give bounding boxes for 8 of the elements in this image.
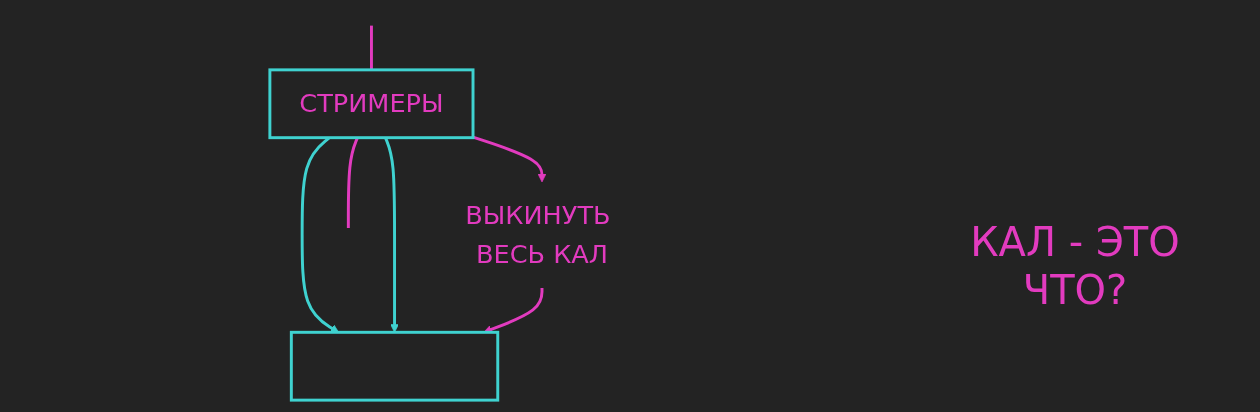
note-text: КАЛ - ЭТО ЧТО?	[969, 218, 1181, 314]
connector	[369, 25, 373, 70]
connector	[346, 137, 359, 229]
node-text: ВЫКИНУТЬ ВЕСЬ КАЛ	[465, 200, 611, 269]
arrow	[472, 135, 547, 183]
node-box	[289, 330, 500, 402]
arrow	[384, 137, 399, 333]
node-box: СТРИМЕРЫ	[268, 68, 475, 140]
